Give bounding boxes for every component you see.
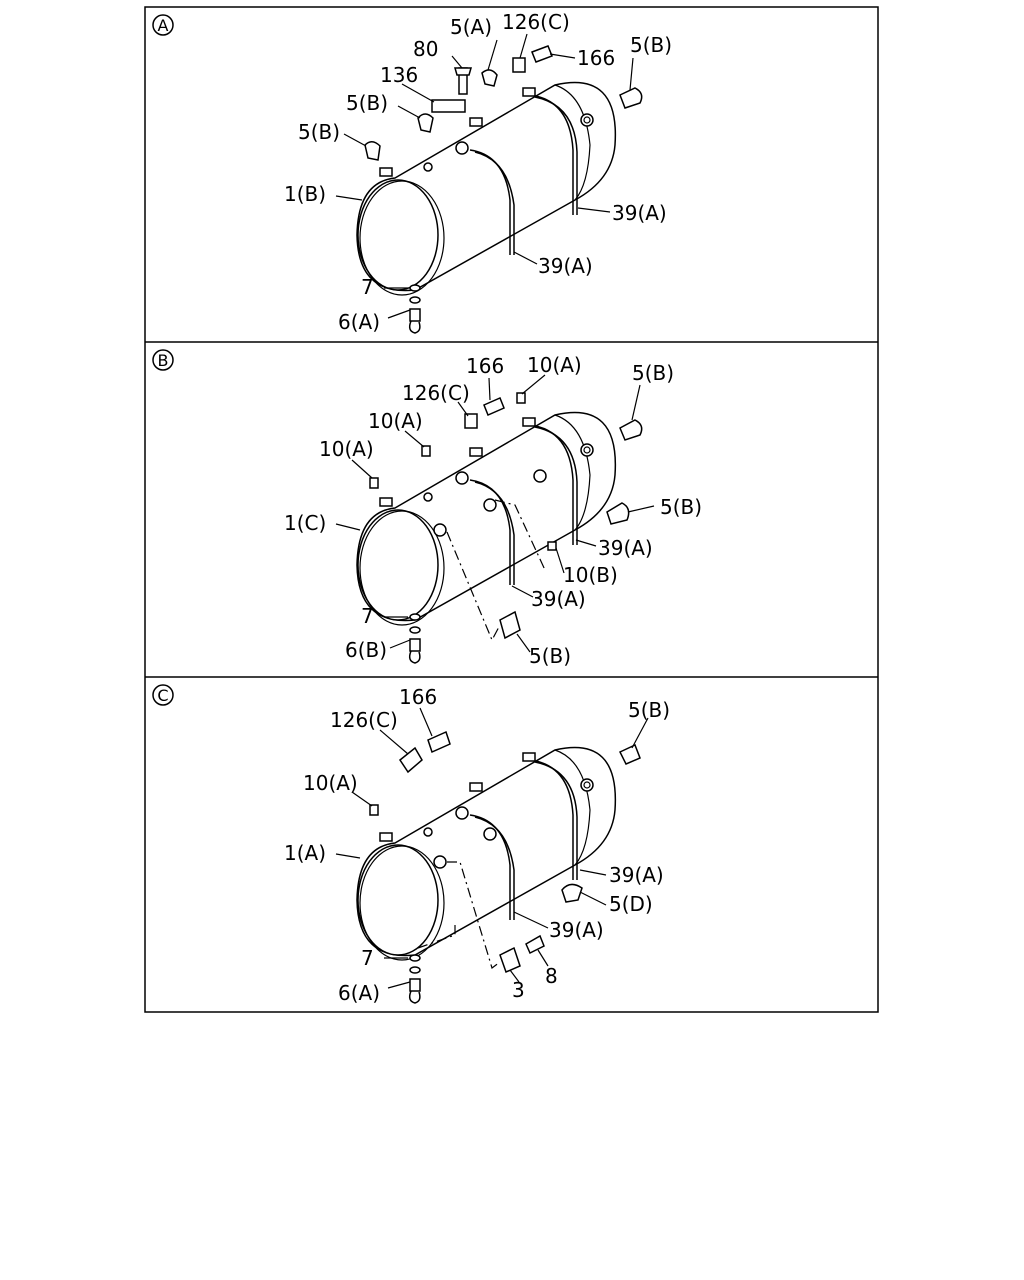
label-6a: 6(A)	[338, 310, 380, 334]
panel-b: B	[152, 349, 702, 668]
panel-badge-circle	[152, 349, 174, 371]
washer	[409, 954, 421, 962]
label-1a: 1(A)	[284, 841, 326, 865]
washer	[409, 613, 421, 621]
label-166: 166	[399, 685, 437, 709]
label-166: 166	[466, 354, 504, 378]
label-126c: 126(C)	[402, 381, 470, 405]
label-7: 7	[361, 604, 374, 628]
label-136: 136	[380, 63, 418, 87]
label-7: 7	[361, 275, 374, 299]
plug-fittings	[364, 45, 643, 161]
label-5b-right: 5(B)	[630, 33, 672, 57]
label-10a-top: 10(A)	[527, 353, 582, 377]
leader-lines	[335, 707, 649, 989]
label-39a-mid: 39(A)	[531, 587, 586, 611]
drain-cock	[408, 626, 421, 664]
panel-a: A	[152, 10, 672, 334]
label-5b-side: 5(B)	[660, 495, 702, 519]
label-39a-right: 39(A)	[612, 201, 667, 225]
label-5b-upper: 5(B)	[346, 91, 388, 115]
label-6b: 6(B)	[345, 638, 387, 662]
label-39a-mid: 39(A)	[538, 254, 593, 278]
label-5b-top: 5(B)	[632, 361, 674, 385]
washer	[409, 284, 421, 292]
drain-cock	[408, 296, 421, 334]
label-126c: 126(C)	[502, 10, 570, 34]
label-8: 8	[545, 964, 558, 988]
label-3: 3	[512, 978, 525, 1002]
label-39a-right: 39(A)	[598, 536, 653, 560]
label-1c: 1(C)	[284, 511, 326, 535]
label-7: 7	[361, 946, 374, 970]
leader-lines	[335, 33, 634, 319]
label-5b-bottom: 5(B)	[529, 644, 571, 668]
label-10a-left: 10(A)	[319, 437, 374, 461]
panel-badge: A	[158, 16, 169, 35]
label-39a-right: 39(A)	[609, 863, 664, 887]
label-10b: 10(B)	[563, 563, 618, 587]
label-6a: 6(A)	[338, 981, 380, 1005]
dash-lines	[446, 499, 546, 642]
label-10a-mid: 10(A)	[368, 409, 423, 433]
panel-badge: C	[157, 686, 168, 705]
label-10a: 10(A)	[303, 771, 358, 795]
label-5b-lower: 5(B)	[298, 120, 340, 144]
label-39a-mid: 39(A)	[549, 918, 604, 942]
label-126c: 126(C)	[330, 708, 398, 732]
panel-badge-circle	[152, 14, 174, 36]
diagram-frame	[144, 6, 879, 1013]
label-5d: 5(D)	[609, 892, 653, 916]
panel-badge-circle	[152, 684, 174, 706]
label-80: 80	[413, 37, 438, 61]
label-1b: 1(B)	[284, 182, 326, 206]
label-166: 166	[577, 46, 615, 70]
panel-badge: B	[158, 351, 169, 370]
plug-fittings	[369, 730, 641, 974]
dash-lines	[417, 861, 501, 969]
plug-fittings	[369, 392, 643, 640]
panel-c: C	[152, 684, 670, 1005]
label-5b: 5(B)	[628, 698, 670, 722]
label-5a: 5(A)	[450, 15, 492, 39]
leader-lines	[335, 374, 655, 653]
drain-cock	[408, 966, 421, 1004]
